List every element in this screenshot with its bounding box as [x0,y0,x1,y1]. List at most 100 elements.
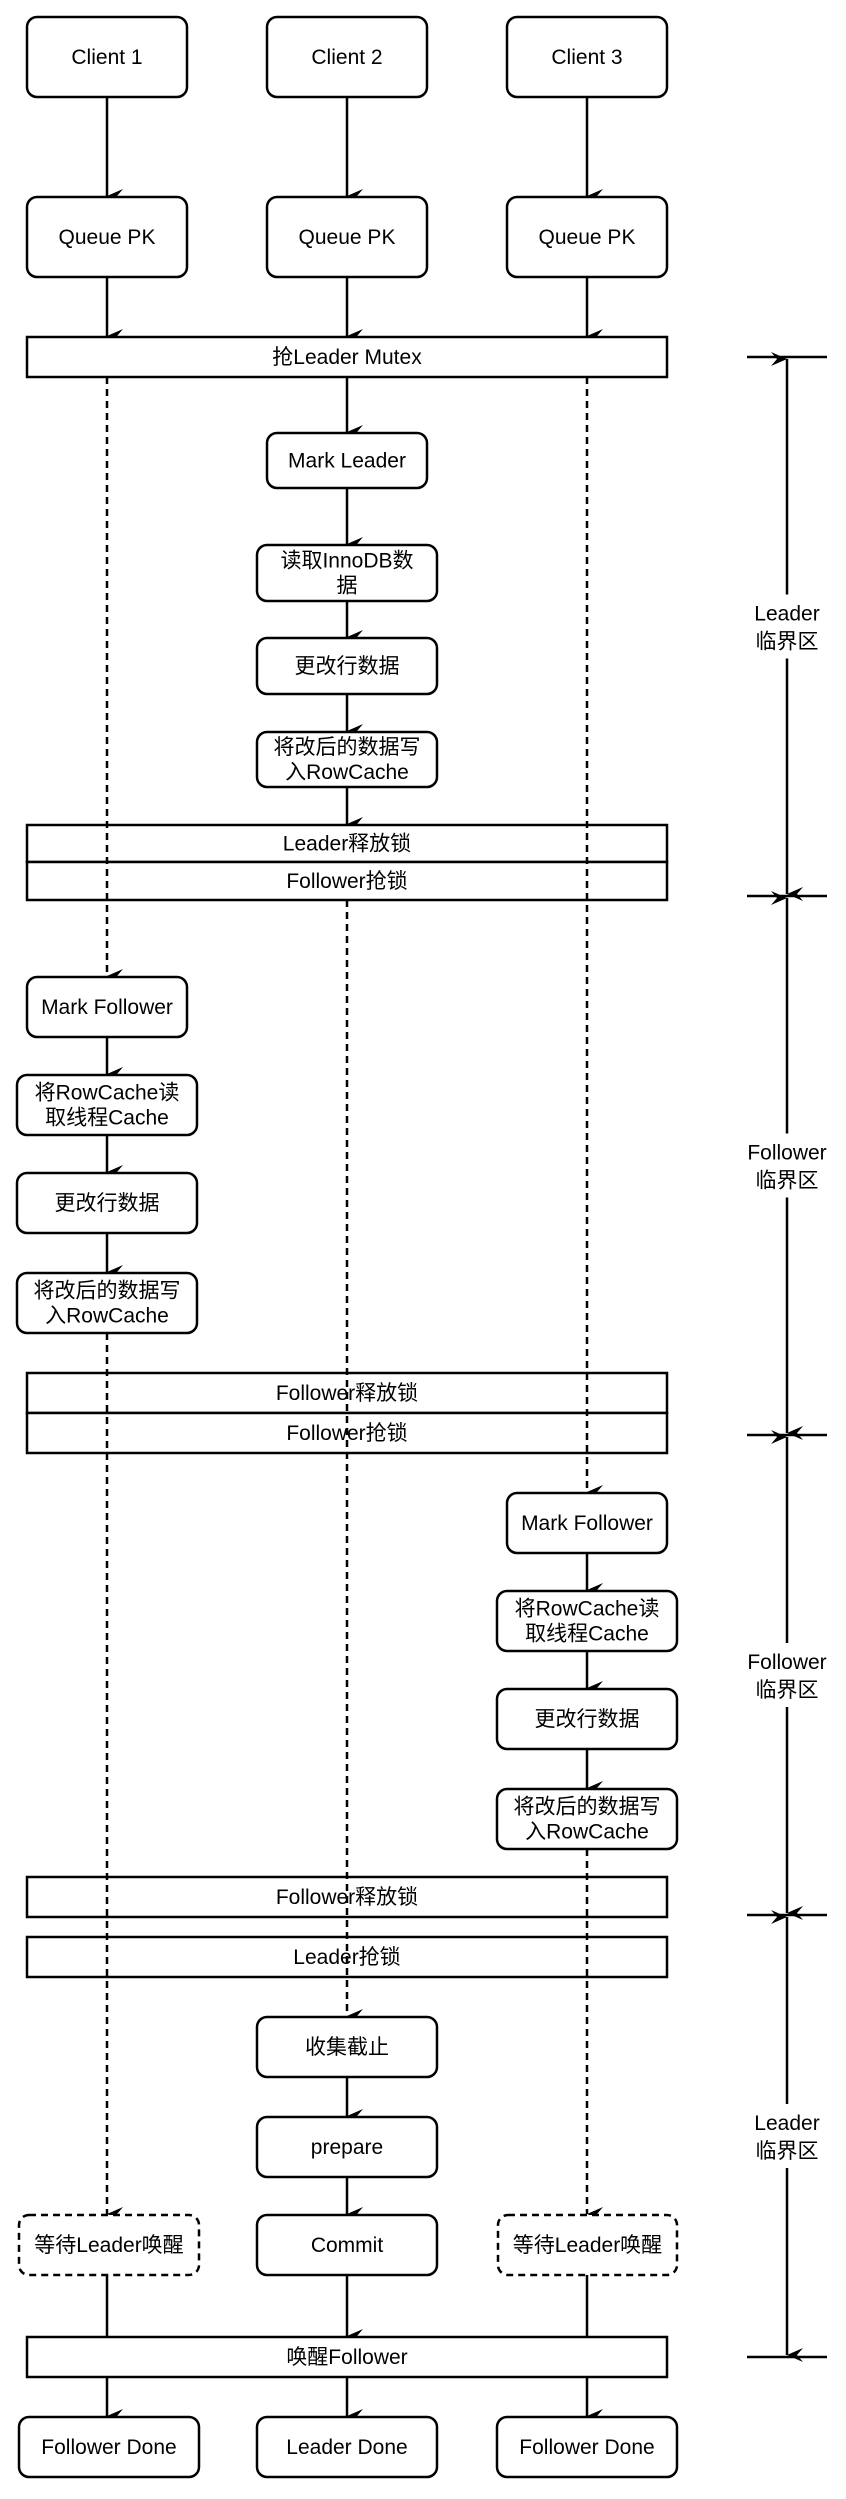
bar-follower-grab-1[interactable]: Follower抢锁 [25,860,669,902]
critical-section-role: Follower [747,1142,826,1165]
leader-modify-row-box-label: 更改行数据 [295,655,400,678]
client-3-box[interactable]: Client 3 [505,15,669,99]
follower3-read-cache-box-label-line: 将RowCache读 [515,1598,660,1621]
follower3-modify-row-box-label-line: 更改行数据 [535,1708,640,1731]
bar-follower-grab-1-shape[interactable] [25,860,669,902]
follower3-mark-box-shape[interactable] [505,1491,669,1555]
bar-wake-follower-shape[interactable] [25,2335,669,2379]
leader-collect-cutoff-box[interactable]: 收集截止 [255,2015,439,2079]
queue-pk-3-box-shape[interactable] [505,195,669,279]
critical-section-label: Leader 临界区 [754,2112,819,2163]
client-2-box-label-line: Client 2 [311,46,382,69]
follower1-done-box[interactable]: Follower Done [17,2415,201,2479]
follower3-write-rowcache-box[interactable]: 将改后的数据写入RowCache [495,1787,679,1851]
bar-wake-follower[interactable]: 唤醒Follower [25,2335,669,2379]
follower1-wait-leader-box-shape[interactable] [17,2213,201,2277]
client-1-box-label-line: Client 1 [71,46,142,69]
follower1-mark-box-shape[interactable] [25,975,189,1039]
bar-leader-release-shape[interactable] [25,823,669,864]
follower3-mark-box[interactable]: Mark Follower [505,1491,669,1555]
leader-read-innodb-box[interactable]: 读取InnoDB数据 [255,543,439,603]
mark-leader-box-shape[interactable] [265,431,429,490]
follower3-done-box-shape[interactable] [495,2415,679,2479]
follower3-wait-leader-box-shape[interactable] [496,2213,679,2277]
follower3-read-cache-box[interactable]: 将RowCache读取线程Cache [495,1589,679,1653]
client-2-box-label: Client 2 [311,46,382,69]
bar-leader-release[interactable]: Leader释放锁 [25,823,669,864]
follower1-mark-box[interactable]: Mark Follower [25,975,189,1039]
leader-read-innodb-box-label-line: 据 [337,575,358,598]
leader-write-rowcache-box[interactable]: 将改后的数据写入RowCache [255,730,439,789]
bar-grab-leader-mutex-label-line: 抢Leader Mutex [272,346,422,369]
bar-leader-release-label: Leader释放锁 [283,833,411,856]
leader-modify-row-box[interactable]: 更改行数据 [255,636,439,696]
leader-done-box-shape[interactable] [255,2415,439,2479]
follower1-read-cache-box-shape[interactable] [15,1073,199,1137]
follower1-write-rowcache-box-shape[interactable] [15,1271,199,1335]
queue-pk-3-box-label-line: Queue PK [539,226,636,249]
client-2-box-shape[interactable] [265,15,429,99]
leader-prepare-box-shape[interactable] [255,2115,439,2179]
bar-grab-leader-mutex-shape[interactable] [25,335,669,379]
follower1-modify-row-box[interactable]: 更改行数据 [15,1171,199,1235]
mark-leader-box[interactable]: Mark Leader [265,431,429,490]
bar-follower-grab-1-label-line: Follower抢锁 [286,870,407,893]
queue-pk-1-box-label-line: Queue PK [59,226,156,249]
leader-write-rowcache-box-shape[interactable] [255,730,439,789]
follower3-wait-leader-box-label: 等待Leader唤醒 [513,2234,662,2257]
leader-prepare-box-label-line: prepare [311,2136,383,2159]
critical-section-role: Leader [754,2112,819,2135]
follower1-read-cache-box-label: 将RowCache读取线程Cache [35,1082,180,1130]
leader-commit-box[interactable]: Commit [255,2213,439,2277]
client-1-box-shape[interactable] [25,15,189,99]
follower3-modify-row-box-label: 更改行数据 [535,1708,640,1731]
leader-modify-row-box-label-line: 更改行数据 [295,655,400,678]
leader-read-innodb-box-shape[interactable] [255,543,439,603]
follower1-wait-leader-box-label: 等待Leader唤醒 [34,2234,183,2257]
client-2-box[interactable]: Client 2 [265,15,429,99]
client-1-box[interactable]: Client 1 [25,15,189,99]
queue-pk-2-box-shape[interactable] [265,195,429,279]
critical-section-suffix: 临界区 [756,631,819,654]
follower3-done-box-label-line: Follower Done [519,2436,654,2459]
leader-modify-row-box-shape[interactable] [255,636,439,696]
queue-pk-1-box-shape[interactable] [25,195,189,279]
follower3-modify-row-box[interactable]: 更改行数据 [495,1687,679,1751]
follower3-write-rowcache-box-shape[interactable] [495,1787,679,1851]
queue-pk-1-box[interactable]: Queue PK [25,195,189,279]
follower1-done-box-shape[interactable] [17,2415,201,2479]
bar-grab-leader-mutex[interactable]: 抢Leader Mutex [25,335,669,379]
leader-prepare-box[interactable]: prepare [255,2115,439,2179]
follower1-read-cache-box[interactable]: 将RowCache读取线程Cache [15,1073,199,1137]
dashed-edges [105,377,603,2221]
leader-done-box[interactable]: Leader Done [255,2415,439,2479]
mark-leader-box-label-line: Mark Leader [288,450,406,473]
critical-section-suffix: 临界区 [756,2140,819,2163]
leader-read-innodb-box-label-line: 读取InnoDB数 [280,550,413,573]
bar-wake-follower-label-line: 唤醒Follower [286,2346,407,2369]
follower1-wait-leader-box[interactable]: 等待Leader唤醒 [17,2213,201,2277]
follower3-modify-row-box-shape[interactable] [495,1687,679,1751]
leader-collect-cutoff-box-shape[interactable] [255,2015,439,2079]
leader-commit-box-shape[interactable] [255,2213,439,2277]
follower3-wait-leader-box[interactable]: 等待Leader唤醒 [496,2213,679,2277]
follower1-wait-leader-box-label-line: 等待Leader唤醒 [34,2234,183,2257]
queue-pk-2-box[interactable]: Queue PK [265,195,429,279]
follower1-modify-row-box-shape[interactable] [15,1171,199,1235]
critical-section-1: Leader 临界区 [754,352,820,901]
follower3-mark-box-label-line: Mark Follower [521,1512,653,1535]
follower3-read-cache-box-shape[interactable] [495,1589,679,1653]
edges [105,97,603,2423]
client-3-box-shape[interactable] [505,15,669,99]
critical-section-role: Leader [754,603,819,626]
bar-follower-grab-1-label: Follower抢锁 [286,870,407,893]
queue-pk-3-box[interactable]: Queue PK [505,195,669,279]
follower3-write-rowcache-box-label-line: 将改后的数据写 [514,1796,661,1819]
follower1-read-cache-box-label-line: 将RowCache读 [35,1082,180,1105]
follower1-write-rowcache-box[interactable]: 将改后的数据写入RowCache [15,1271,199,1335]
follower3-done-box[interactable]: Follower Done [495,2415,679,2479]
